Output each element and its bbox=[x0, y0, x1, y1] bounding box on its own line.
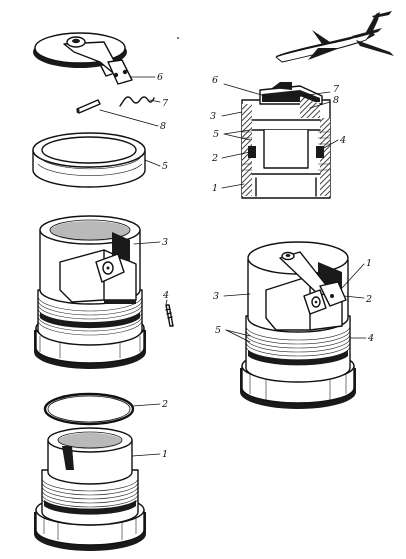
assembled-label-2: 2 bbox=[365, 294, 372, 305]
label-6: 6 bbox=[157, 72, 163, 83]
label-1: 1 bbox=[162, 449, 168, 460]
label-4: 4 bbox=[162, 290, 169, 301]
assembled-label-4: 4 bbox=[367, 333, 374, 344]
assembled-view bbox=[223, 241, 367, 409]
section-label-6: 6 bbox=[212, 75, 218, 86]
section-label-5: 5 bbox=[213, 129, 219, 140]
leaders-top bbox=[99, 76, 161, 127]
spring bbox=[119, 96, 155, 107]
dot-mark bbox=[177, 37, 179, 39]
base-nut bbox=[34, 427, 161, 551]
assembled-view-labels: 1 2 3 5 4 bbox=[213, 258, 374, 344]
assembled-label-3: 3 bbox=[213, 291, 219, 302]
section-view bbox=[221, 82, 339, 199]
label-3: 3 bbox=[162, 237, 168, 248]
section-label-1: 1 bbox=[212, 183, 218, 194]
label-7: 7 bbox=[162, 98, 169, 109]
label-2: 2 bbox=[161, 399, 168, 410]
assembled-label-1: 1 bbox=[366, 258, 372, 269]
section-label-2: 2 bbox=[211, 153, 218, 164]
assembled-label-5: 5 bbox=[215, 325, 221, 336]
airplane-icon bbox=[275, 11, 394, 63]
seal-ring bbox=[32, 132, 161, 188]
section-label-4: 4 bbox=[339, 135, 346, 146]
valve-body bbox=[34, 215, 161, 369]
section-label-3: 3 bbox=[210, 111, 216, 122]
section-view-labels: 6 7 8 3 5 4 2 1 bbox=[210, 75, 346, 194]
screw bbox=[165, 299, 174, 327]
section-label-8: 8 bbox=[333, 95, 339, 106]
label-8: 8 bbox=[160, 121, 166, 132]
section-label-7: 7 bbox=[333, 84, 340, 95]
label-5: 5 bbox=[162, 161, 168, 172]
cap-with-bracket bbox=[33, 32, 133, 85]
exploded-view-labels: 6 7 8 5 3 4 2 1 bbox=[157, 72, 169, 460]
o-ring bbox=[43, 392, 161, 426]
pin bbox=[76, 99, 101, 114]
